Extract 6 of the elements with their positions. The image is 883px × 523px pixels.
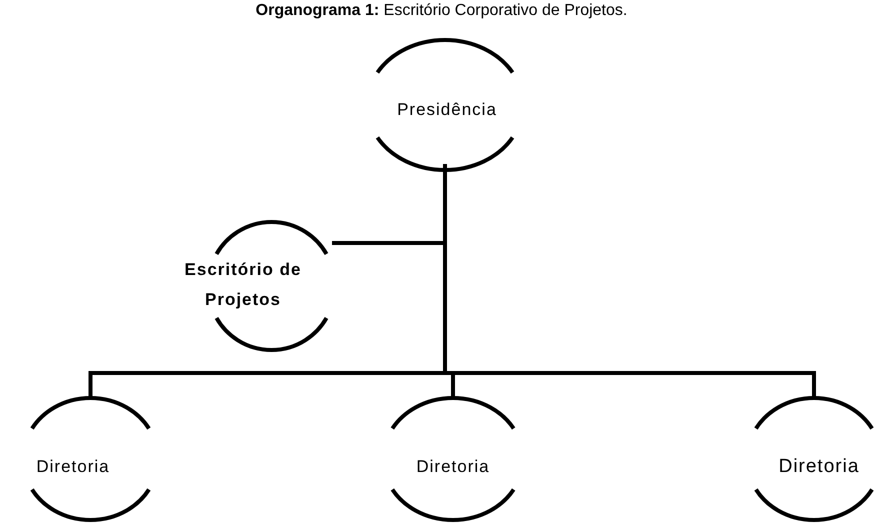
unit-name: Diretoria <box>415 457 491 477</box>
unit-name: Diretoria <box>778 457 860 477</box>
unit-name: Presidência <box>396 100 498 120</box>
diagram-title: Organograma 1: Escritório Corporativo de Projetos. <box>254 2 628 20</box>
unit-name: Diretoria <box>35 457 111 477</box>
unit-name: Escritório de Projetos <box>184 259 302 311</box>
